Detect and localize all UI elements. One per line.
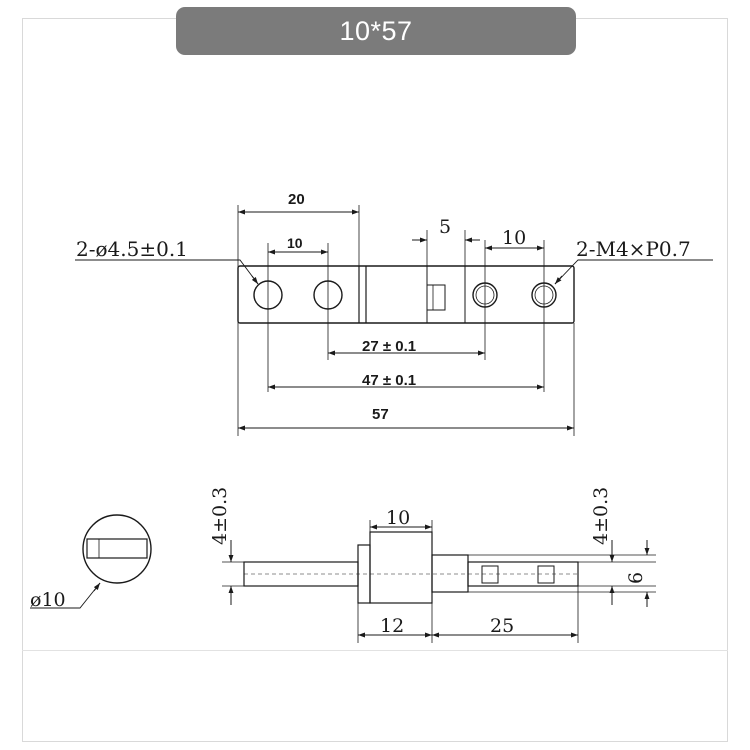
end-view bbox=[30, 514, 152, 609]
dim-12: 12 bbox=[380, 615, 404, 637]
page-title: 10*57 bbox=[339, 15, 413, 46]
dim-57: 57 bbox=[372, 406, 389, 423]
title-banner: 10*57 bbox=[176, 7, 576, 55]
divider-line bbox=[22, 650, 728, 651]
top-view bbox=[75, 205, 713, 436]
dim-thickness-left: 4±0.3 bbox=[209, 487, 231, 545]
dim-thickness-right: 4±0.3 bbox=[590, 487, 612, 545]
side-view bbox=[222, 520, 656, 643]
dim-diameter: ø10 bbox=[30, 589, 66, 611]
dim-25: 25 bbox=[490, 615, 514, 637]
dim-47: 47 ± 0.1 bbox=[362, 372, 416, 389]
dim-20: 20 bbox=[288, 191, 305, 208]
dim-10-side: 10 bbox=[386, 507, 410, 529]
dim-5: 5 bbox=[439, 216, 451, 238]
hole-callout-left: 2-ø4.5±0.1 bbox=[76, 237, 188, 261]
dim-27: 27 ± 0.1 bbox=[362, 338, 416, 355]
hole-callout-right: 2-M4×P0.7 bbox=[576, 237, 691, 261]
dim-10-right: 10 bbox=[502, 227, 526, 249]
dim-10-left: 10 bbox=[287, 235, 303, 251]
dim-6: 6 bbox=[625, 572, 647, 584]
bar-outline bbox=[237, 265, 575, 324]
